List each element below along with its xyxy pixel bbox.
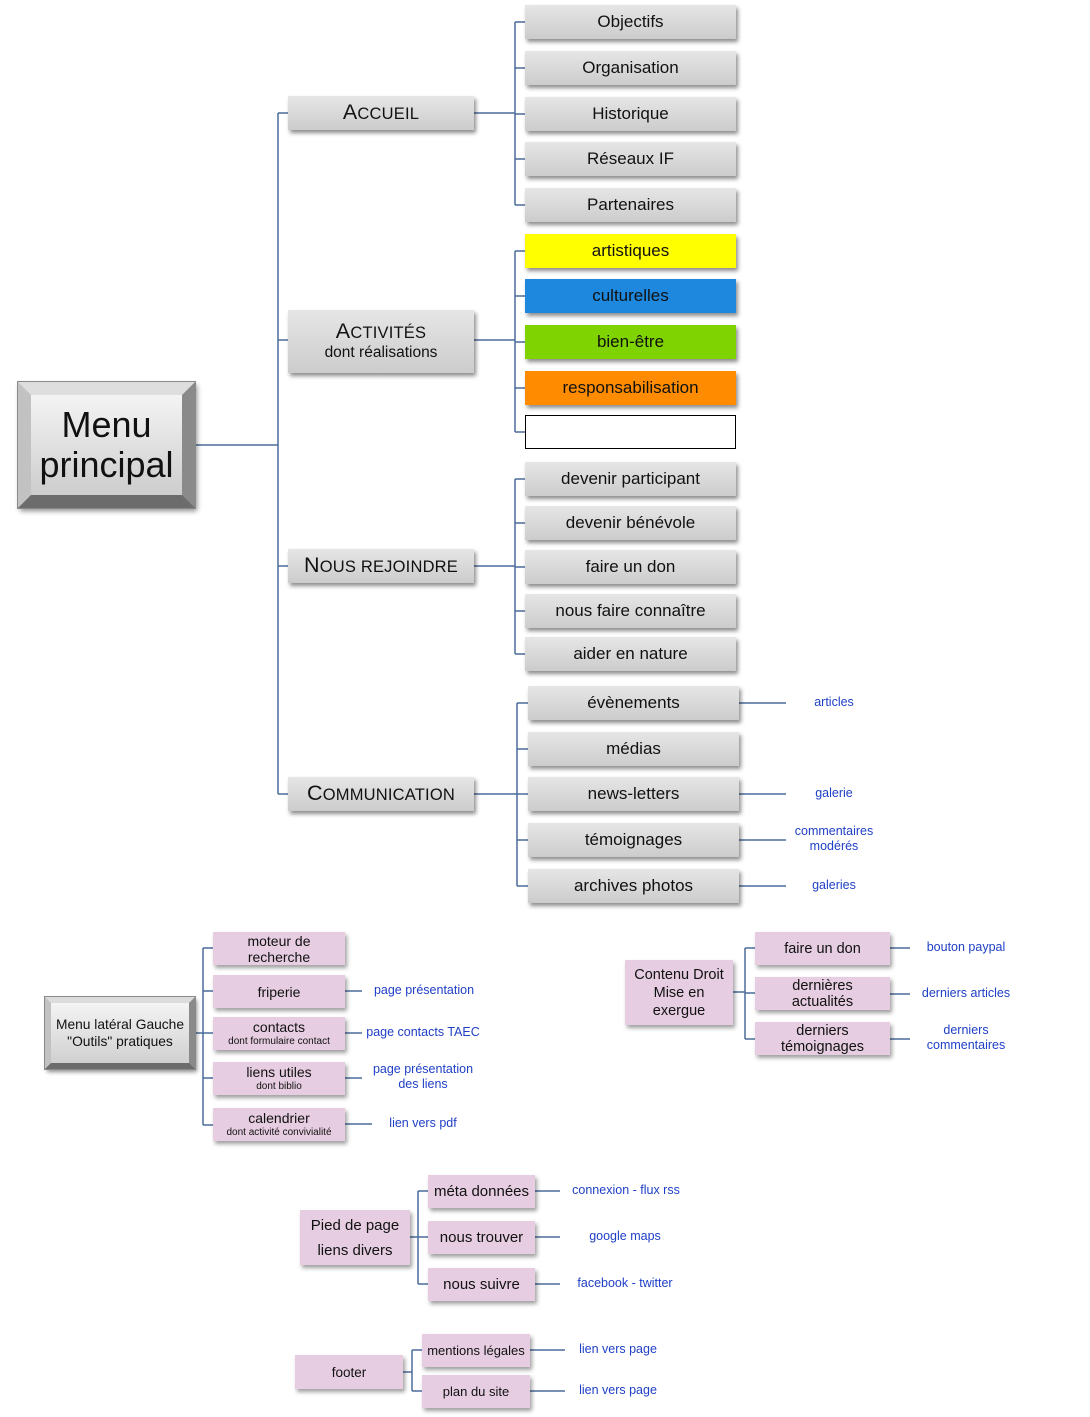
menu-activites: ACTIVITÉS dont réalisations: [288, 310, 474, 373]
link-page-presentation: page présentation: [373, 983, 475, 997]
link-articles: articles: [814, 695, 854, 709]
left-item-contacts: contacts dont formulaire contact: [213, 1017, 345, 1050]
rejoindre-item-devenir-benevole: devenir bénévole: [525, 506, 736, 540]
left-item-calendrier-sublabel: dont activité convivialité: [226, 1126, 332, 1138]
connector-activites: [474, 250, 525, 433]
left-item-friperie: friperie: [213, 975, 345, 1008]
rejoindre-item-devenir-participant: devenir participant: [525, 462, 736, 496]
left-item-liens-utiles-sublabel: dont biblio: [256, 1080, 302, 1092]
link-galeries: galeries: [812, 878, 856, 892]
rejoindre-item-nous-faire-connaitre: nous faire connaître: [525, 594, 736, 628]
link-lien-vers-page-mentions: lien vers page: [579, 1342, 657, 1356]
connector-root: [195, 112, 288, 795]
link-page-presentation-liens: page présentation des liens: [372, 1062, 474, 1091]
page-footer-item-nous-suivre: nous suivre: [428, 1268, 535, 1301]
accueil-item-organisation: Organisation: [525, 51, 736, 85]
link-lien-pdf: lien vers pdf: [389, 1116, 457, 1130]
left-item-contacts-sublabel: dont formulaire contact: [228, 1035, 330, 1047]
menu-communication-label: COMMUNICATION: [307, 781, 455, 805]
menu-nous-rejoindre-label: NOUS REJOINDRE: [303, 553, 459, 577]
activites-item-empty: [525, 415, 736, 449]
menu-accueil-label: ACCUEIL: [342, 100, 420, 124]
menu-activites-label: ACTIVITÉS: [335, 319, 427, 343]
link-facebook-twitter: facebook - twitter: [577, 1276, 673, 1290]
rejoindre-item-faire-un-don: faire un don: [525, 550, 736, 584]
communication-item-temoignages: témoignages: [528, 823, 739, 857]
left-menu-root: Menu latéral Gauche "Outils" pratiques: [44, 996, 196, 1070]
page-footer-root: Pied de page liens divers: [300, 1210, 410, 1265]
footer-item-mentions-legales: mentions légales: [422, 1334, 530, 1367]
connector-footer: [403, 1349, 565, 1392]
activites-item-culturelles: culturelles: [525, 279, 736, 313]
right-content-root: Contenu Droit Mise en exergue: [625, 960, 733, 1025]
link-google-maps: google maps: [589, 1229, 661, 1243]
accueil-item-objectifs: Objectifs: [525, 5, 736, 39]
menu-activites-sublabel: dont réalisations: [324, 344, 438, 361]
activites-item-responsabilisation: responsabilisation: [525, 371, 736, 405]
left-item-contacts-label: contacts: [252, 1018, 306, 1035]
rejoindre-item-aider-en-nature: aider en nature: [525, 637, 736, 671]
communication-item-news-letters: news-letters: [528, 777, 739, 811]
communication-item-evenements: évènements: [528, 686, 739, 720]
link-lien-vers-page-plan: lien vers page: [579, 1383, 657, 1397]
connector-nous-rejoindre: [474, 478, 525, 655]
accueil-item-historique: Historique: [525, 97, 736, 131]
accueil-item-reseaux-if: Réseaux IF: [525, 142, 736, 176]
left-item-calendrier: calendrier dont activité convivialité: [213, 1108, 345, 1141]
right-item-faire-un-don: faire un don: [755, 932, 890, 965]
link-page-contacts: page contacts TAEC: [366, 1025, 480, 1039]
link-commentaires-moderes: commentaires modérés: [794, 824, 874, 853]
connector-accueil: [474, 21, 525, 206]
left-item-liens-utiles-label: liens utiles: [246, 1063, 312, 1080]
link-galerie: galerie: [815, 786, 853, 800]
activites-item-bien-etre: bien-être: [525, 325, 736, 359]
link-derniers-articles: derniers articles: [921, 986, 1011, 1000]
link-bouton-paypal: bouton paypal: [926, 940, 1006, 954]
activites-item-artistiques: artistiques: [525, 234, 736, 268]
right-item-dernieres-actualites: dernières actualités: [755, 977, 890, 1010]
menu-nous-rejoindre: NOUS REJOINDRE: [288, 549, 474, 583]
left-item-liens-utiles: liens utiles dont biblio: [213, 1062, 345, 1095]
page-footer-item-meta-donnees: méta données: [428, 1175, 535, 1208]
left-item-moteur-recherche: moteur de recherche: [213, 932, 345, 965]
page-footer-item-nous-trouver: nous trouver: [428, 1221, 535, 1254]
communication-item-medias: médias: [528, 732, 739, 766]
main-menu-root: Menu principal: [17, 381, 196, 509]
right-item-derniers-temoignages: derniers témoignages: [755, 1022, 890, 1055]
accueil-item-partenaires: Partenaires: [525, 188, 736, 222]
footer-root: footer: [295, 1355, 403, 1389]
left-item-calendrier-label: calendrier: [248, 1109, 310, 1126]
menu-communication: COMMUNICATION: [288, 777, 474, 811]
footer-item-plan-du-site: plan du site: [422, 1375, 530, 1408]
connector-left-menu: [195, 947, 372, 1126]
connector-right-content: [733, 947, 910, 1040]
communication-item-archives-photos: archives photos: [528, 869, 739, 903]
connector-page-footer: [410, 1190, 560, 1285]
connector-communication: [474, 702, 786, 887]
link-connexion-flux-rss: connexion - flux rss: [572, 1183, 680, 1197]
menu-accueil: ACCUEIL: [288, 96, 474, 130]
link-derniers-commentaires: derniers commentaires: [926, 1023, 1006, 1052]
